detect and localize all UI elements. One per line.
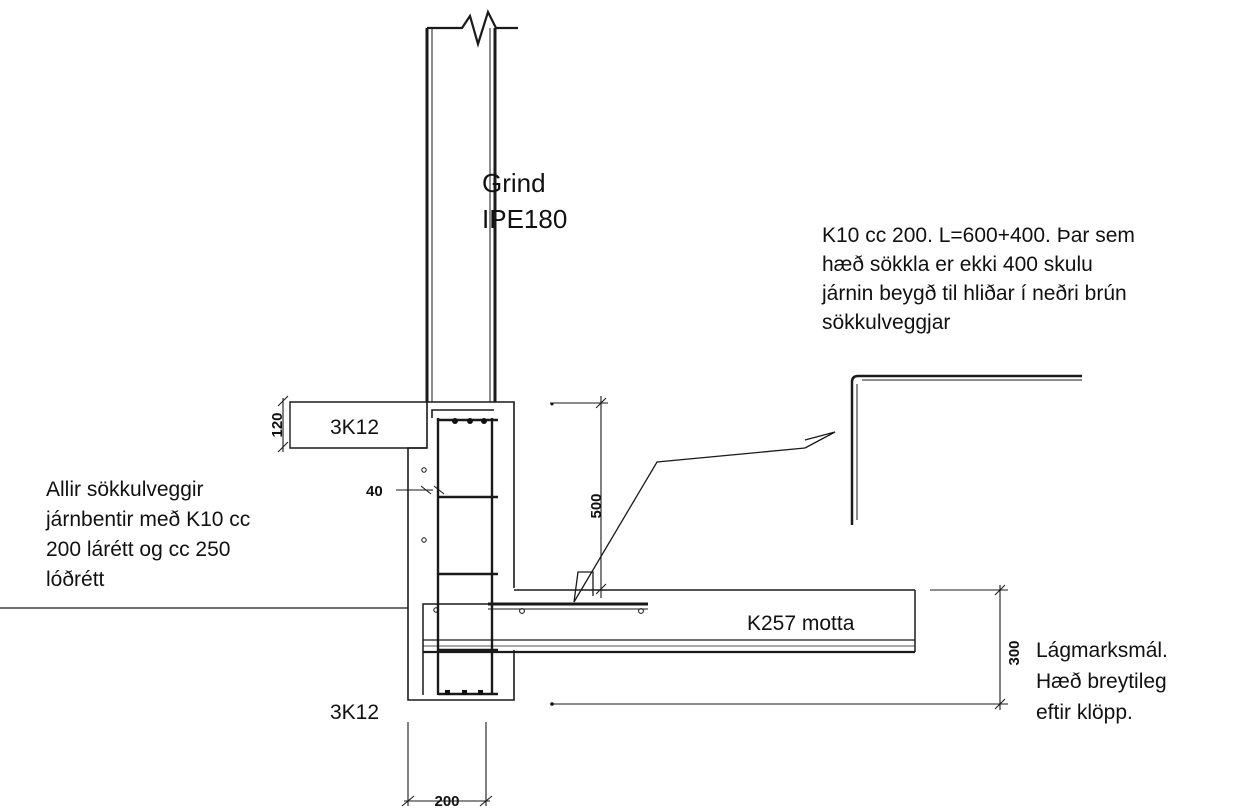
dim-wall-width — [401, 722, 493, 807]
frame-label-line-2: IPE180 — [482, 204, 567, 234]
wall-height-dimension-label: 500 — [588, 493, 605, 518]
wall-width-dimension-label: 200 — [434, 793, 459, 808]
foundation-wall — [407, 401, 515, 701]
bar-note-line-2: hæð sökkla er ekki 400 skulu — [822, 253, 1093, 276]
depth-note-line-2: Hæð breytileg — [1036, 670, 1167, 693]
slab-depth-dimension-label: 300 — [1006, 640, 1023, 665]
depth-note-line-1: Lágmarksmál. — [1036, 639, 1168, 662]
bar-note-line-4: sökkulveggjar — [822, 311, 950, 334]
top-rebar-block — [277, 395, 427, 453]
dim-slab-depth — [550, 584, 1008, 710]
wall-note-line-1: Allir sökkulveggir — [46, 478, 204, 501]
bent-bar-detail — [850, 374, 1082, 525]
rebar-cage — [421, 409, 498, 696]
cover-dimension-label: 40 — [366, 483, 383, 500]
bar-note-line-1: K10 cc 200. L=600+400. Þar sem — [822, 224, 1135, 247]
top-thickness-dimension-label: 120 — [269, 412, 286, 437]
rebar-top-label: 3K12 — [330, 416, 379, 439]
rebar-bottom-label: 3K12 — [330, 701, 379, 724]
bar-note-leader — [573, 431, 836, 603]
depth-note-line-3: eftir klöpp. — [1036, 701, 1133, 724]
bar-note-line-3: járnin beygð til hliðar í neðri brún — [821, 282, 1127, 305]
steel-column — [425, 9, 518, 402]
frame-label-line-1: Grind — [482, 168, 546, 198]
wall-note-line-4: lóðrétt — [46, 568, 105, 591]
wall-note-line-2: járnbentir með K10 cc — [45, 508, 250, 531]
dim-cover — [396, 485, 445, 495]
slab-label: K257 motta — [747, 612, 855, 635]
wall-note-line-3: 200 lárétt og cc 250 — [46, 538, 230, 561]
floor-slab — [423, 589, 916, 654]
dim-wall-height — [550, 396, 608, 598]
